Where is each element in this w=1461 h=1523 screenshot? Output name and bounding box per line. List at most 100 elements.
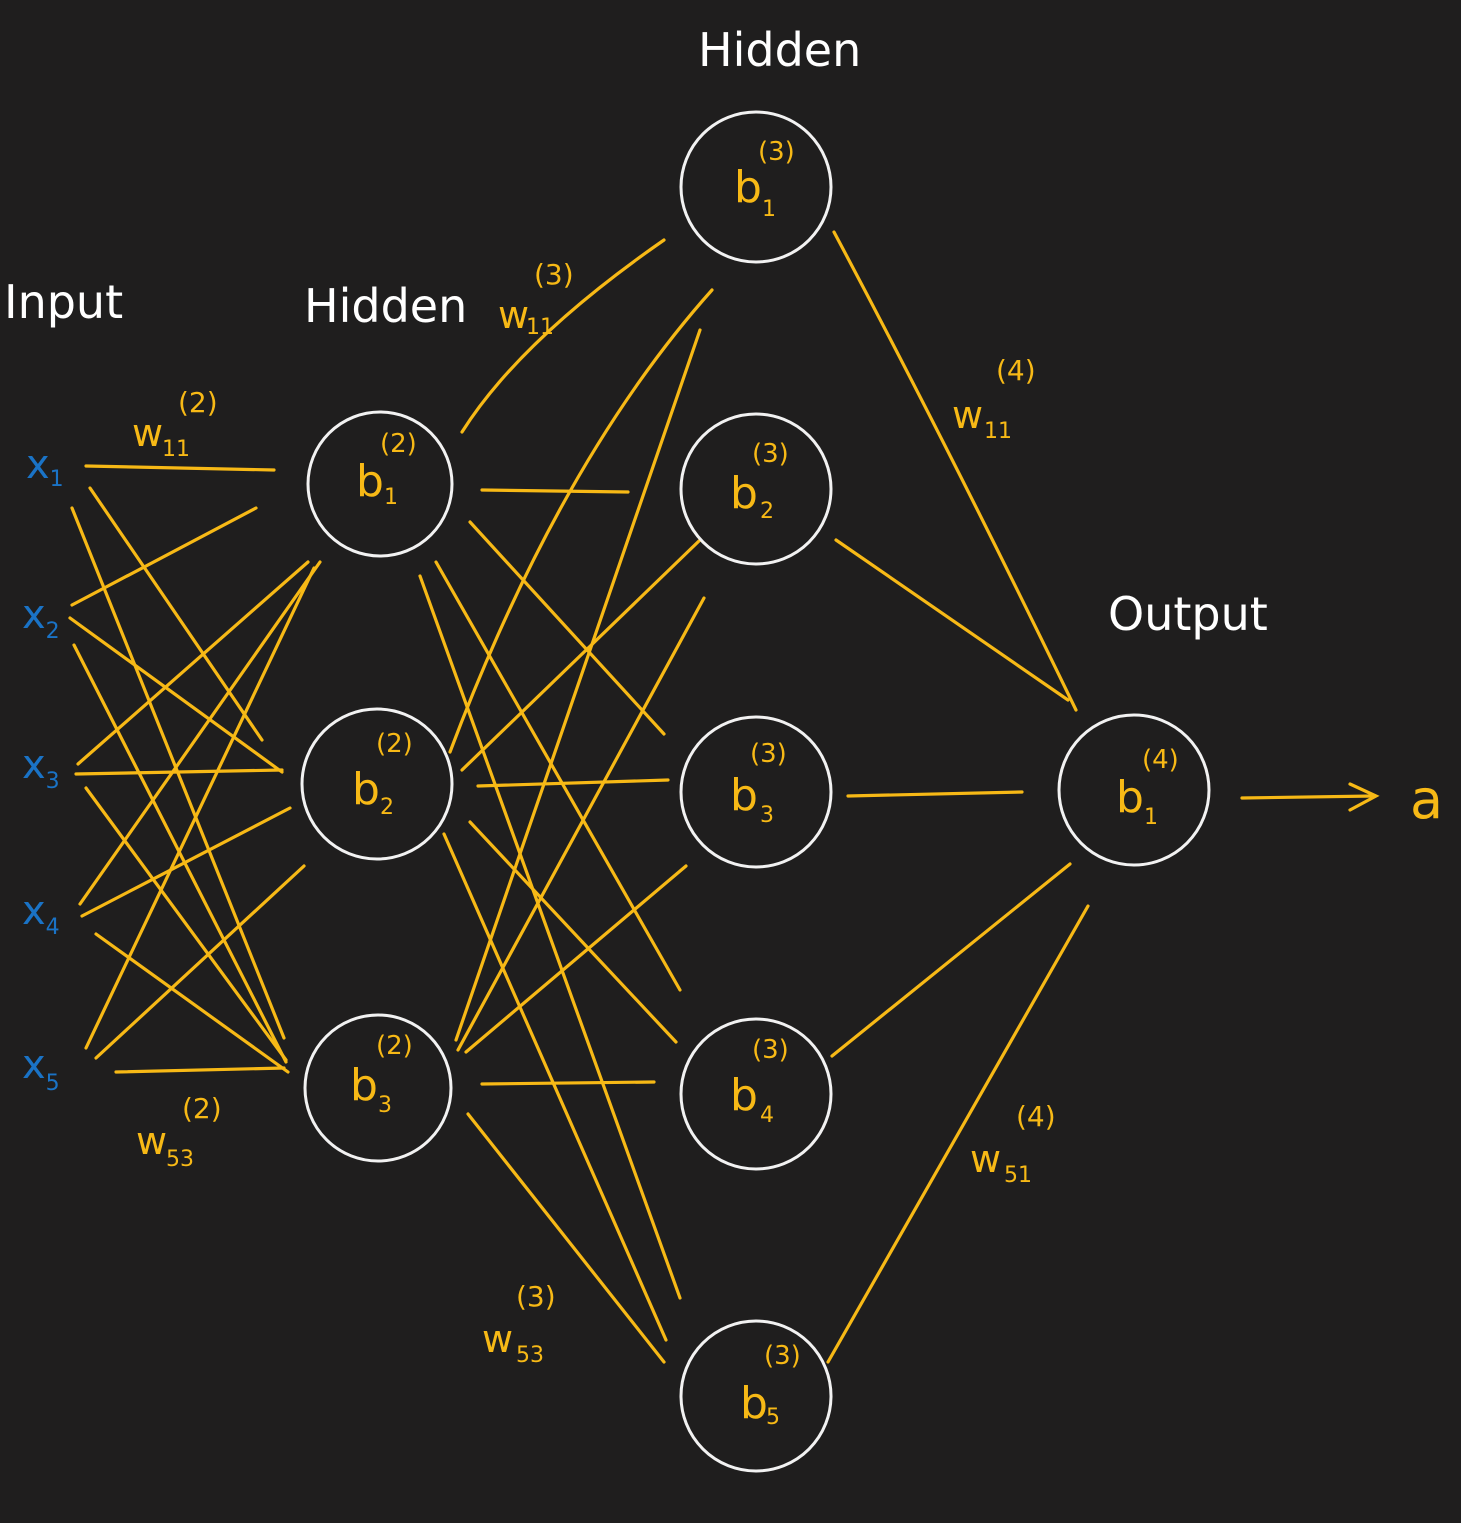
weight-label-w11-4: w (952, 393, 983, 437)
neuron-hidden2-3 (679, 715, 833, 869)
neuron-hidden1-2 (300, 707, 454, 861)
node-label-sup: (3) (752, 439, 789, 469)
edge (830, 862, 1072, 1058)
node-label: b (352, 764, 380, 815)
neuron-hidden2-2 (679, 412, 833, 566)
node-label: b (734, 162, 762, 213)
output-value: a (1410, 768, 1443, 831)
edge (476, 778, 670, 788)
node-label-sub: 1 (1144, 805, 1158, 830)
node-label-sup: (2) (376, 729, 413, 759)
node-label: b (1116, 772, 1144, 823)
input-labels: x1 x2 x3 x4 x5 (22, 442, 64, 1096)
edge (466, 1112, 666, 1364)
node-label-sup: (3) (764, 1341, 801, 1371)
edge (832, 230, 1078, 712)
edge (464, 864, 688, 1054)
arrow-head-icon (1348, 782, 1380, 812)
edge (84, 464, 276, 472)
weight-label-w11-2: w (132, 411, 163, 455)
input-label: x4 (22, 888, 60, 940)
neuron-hidden1-1 (306, 410, 454, 558)
weight-label-w51-4: w (970, 1137, 1001, 1181)
edge (76, 560, 310, 766)
weight-labels: w 11 (2) w 53 (2) w 11 (3) w 53 (3) w 11… (132, 258, 1056, 1368)
edge (468, 820, 678, 1044)
edge (454, 328, 702, 1042)
node-label: b (730, 1070, 758, 1121)
hidden2-labels: b 1 (3) b 2 (3) b 3 (3) b 4 (3) b 5 (3) (730, 137, 801, 1430)
weight-label-sub: 53 (516, 1343, 544, 1368)
edge (84, 566, 316, 1050)
hidden1-labels: b 1 (2) b 2 (2) b 3 (2) (350, 429, 417, 1118)
edge (70, 506, 258, 607)
node-label: b (730, 770, 758, 821)
weight-label-sub: 53 (166, 1147, 194, 1172)
weight-label-sup: (3) (534, 258, 574, 291)
neuron-hidden2-4 (679, 1017, 833, 1171)
edge (442, 832, 668, 1342)
output-node-label: b 1 (4) (1116, 745, 1179, 830)
node-label-sup: (3) (758, 137, 795, 167)
node-label-sup: (2) (376, 1031, 413, 1061)
input-label: x2 (22, 592, 60, 644)
weight-label-sup: (4) (996, 354, 1036, 387)
edge (74, 768, 284, 776)
edge (80, 806, 292, 918)
weight-label-w53-3: w (482, 1317, 513, 1361)
title-output: Output (1108, 587, 1268, 641)
edge (834, 538, 1070, 702)
weight-label-sub: 11 (526, 315, 554, 340)
title-hidden-1: Hidden (304, 279, 467, 333)
node-label-sup: (3) (750, 739, 787, 769)
arrow-shaft (1240, 794, 1376, 800)
edge (448, 288, 714, 754)
weight-label-sup: (2) (178, 386, 218, 419)
edges-input-to-hidden1 (68, 464, 322, 1074)
node-label-sup: (2) (380, 429, 417, 459)
edge (114, 1066, 286, 1074)
neuron-hidden1-3 (303, 1013, 453, 1163)
weight-label-sub: 11 (984, 419, 1012, 444)
node-label: b (730, 468, 758, 519)
edge (94, 932, 290, 1074)
edge (468, 520, 666, 736)
edge (418, 574, 682, 1300)
edges-hidden1-to-hidden2 (418, 238, 714, 1364)
node-label-sub: 2 (760, 499, 774, 524)
edge (68, 616, 284, 774)
edge (88, 486, 264, 742)
edge (460, 238, 666, 434)
node-label-sup: (4) (1142, 745, 1179, 775)
edge (434, 560, 682, 992)
weight-label-sub: 11 (162, 437, 190, 462)
node-label: b (350, 1060, 378, 1111)
weight-label-w11-3: w (498, 293, 529, 337)
node-label: b (356, 456, 384, 507)
weight-label-sup: (4) (1016, 1100, 1056, 1133)
node-label-sub: 3 (378, 1093, 392, 1118)
node-label-sub: 1 (762, 197, 776, 222)
node-label-sub: 2 (380, 795, 394, 820)
edge (460, 538, 702, 772)
weight-label-sup: (2) (182, 1092, 222, 1125)
input-label: x3 (22, 742, 60, 794)
edge (456, 596, 706, 1052)
input-label: x5 (22, 1042, 60, 1096)
neuron-output-1 (1057, 713, 1211, 867)
node-label-sub: 3 (760, 803, 774, 828)
node-label-sub: 4 (760, 1103, 774, 1128)
neurons (300, 110, 1211, 1473)
weight-label-sub: 51 (1004, 1163, 1032, 1188)
edge (78, 560, 322, 906)
title-input: Input (4, 275, 123, 329)
node-label-sub: 5 (766, 1405, 780, 1430)
title-hidden-2: Hidden (698, 23, 861, 77)
edges-hidden2-to-output (826, 230, 1090, 1364)
node-label-sub: 1 (384, 485, 398, 510)
weight-label-sup: (3) (516, 1280, 556, 1313)
node-label-sup: (3) (752, 1035, 789, 1065)
edge (84, 786, 288, 1062)
edge (480, 1080, 656, 1086)
